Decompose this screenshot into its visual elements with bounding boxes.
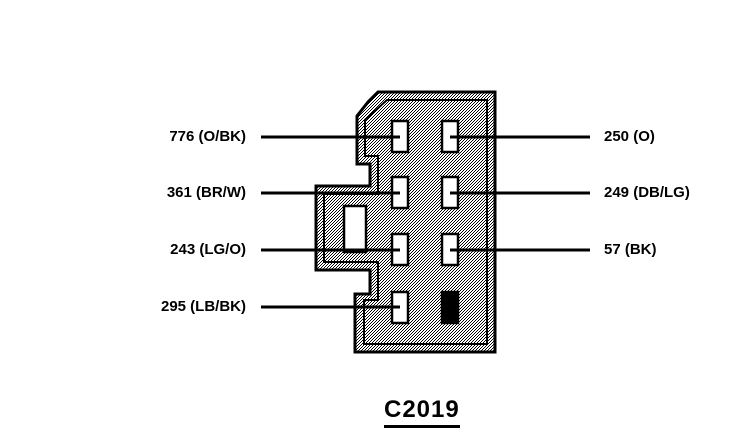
locking-tab (342, 204, 368, 254)
connector-housing (314, 90, 497, 354)
wire-label-57: 57 (BK) (604, 241, 657, 258)
wire-label-243: 243 (LG/O) (170, 241, 246, 258)
wire-label-249: 249 (DB/LG) (604, 184, 690, 201)
connector-id-label: C2019 (384, 397, 460, 428)
terminal-cavity-empty (440, 290, 460, 325)
connector-inner-outline (323, 99, 488, 345)
wire-label-776: 776 (O/BK) (169, 128, 246, 145)
wire-label-295: 295 (LB/BK) (160, 298, 246, 315)
wire-label-361: 361 (BR/W) (166, 184, 246, 201)
wire-label-250: 250 (O) (604, 128, 655, 145)
